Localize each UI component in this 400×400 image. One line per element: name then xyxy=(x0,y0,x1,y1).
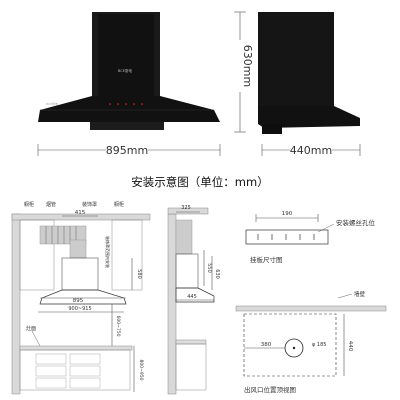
dim-325-label: 325 xyxy=(181,205,191,211)
wall-label-leader xyxy=(337,293,353,299)
hood-chimney-panel xyxy=(98,14,154,98)
screw-label-leader xyxy=(317,223,335,233)
vent-top-view: 墙壁 380 φ 185 440 出风口位置顶视图 xyxy=(235,290,387,394)
dim-445-label: 445 xyxy=(187,294,197,300)
installation-front-drawing: 橱柜 烟管 装饰罩 橱柜 415 装饰罩范围内安装 580 895 900~91… xyxy=(11,201,151,395)
wall-label: 墙壁 xyxy=(354,290,366,298)
label-stove: 灶面 xyxy=(26,325,36,332)
height-dimension: 630mm xyxy=(233,11,254,133)
hood-footprint-dashed xyxy=(243,313,337,377)
hood-side-view: 440mm xyxy=(258,12,361,157)
label-cabinet-right: 橱柜 xyxy=(114,201,124,208)
side-decor-cover xyxy=(175,253,199,289)
dim-380-label: 380 xyxy=(261,342,272,348)
hood-bottom-tray xyxy=(90,122,164,130)
plate-width-label: 190 xyxy=(282,211,293,217)
hood-side-chimney xyxy=(258,12,334,106)
vertical-note: 装饰罩范围内安装 xyxy=(105,236,111,268)
hood-side-tray xyxy=(262,124,282,134)
left-wall xyxy=(11,213,21,395)
hood-canopy-front xyxy=(38,96,220,122)
front-width-label-bg xyxy=(106,143,148,156)
side-depth-label-bg xyxy=(290,143,332,156)
stove-leader xyxy=(31,330,41,347)
installation-side-drawing: 325 550 630 445 xyxy=(167,205,220,395)
indicator-light xyxy=(125,103,127,105)
decor-cover-outline xyxy=(61,257,99,291)
top-view-wall xyxy=(235,305,387,312)
side-wall xyxy=(167,213,177,395)
indicator-light xyxy=(109,103,111,105)
dim-600-750-label: 600~750 xyxy=(115,316,121,337)
label-smoke-pipe: 烟管 xyxy=(46,201,56,208)
screw-holes xyxy=(257,234,315,240)
dim-630-label: 630 xyxy=(214,269,220,279)
exhaust-duct-elbow xyxy=(69,239,87,259)
side-countertop xyxy=(175,339,207,345)
hood-front-view: BCE厨电 BCE厨电 895mm xyxy=(37,12,221,157)
label-cabinet-left: 橱柜 xyxy=(24,201,34,208)
exhaust-duct xyxy=(39,225,87,245)
label-decor-cover: 装饰罩 xyxy=(82,201,97,208)
side-base-cabinet xyxy=(175,343,207,391)
brand-mark-canopy: BCE厨电 xyxy=(46,101,58,106)
drawer-1 xyxy=(35,353,67,365)
side-hood-outline xyxy=(175,287,215,303)
indicator-light xyxy=(141,103,143,105)
dim-800-950-label: 800~950 xyxy=(138,360,144,381)
hanging-plate xyxy=(245,229,329,245)
drawer-5 xyxy=(69,365,101,377)
dim-415-label: 415 xyxy=(75,210,86,216)
hanging-plate-diagram: 190 安装螺丝孔位 挂板尺寸图 xyxy=(245,211,376,264)
section-title: 安装示意图（单位：mm） xyxy=(131,175,268,189)
drawer-6 xyxy=(69,377,101,389)
side-duct xyxy=(175,219,193,255)
dim-895-label: 895 xyxy=(73,298,84,304)
indicator-light xyxy=(117,103,119,105)
base-cabinet xyxy=(19,349,131,391)
countertop xyxy=(19,345,133,351)
hanging-plate-caption: 挂板尺寸图 xyxy=(250,255,283,264)
vent-top-caption: 出风口位置顶视图 xyxy=(244,385,296,394)
dim-550-label: 550 xyxy=(206,263,212,273)
indicator-light xyxy=(133,103,135,105)
side-depth-label: 440mm xyxy=(290,144,332,157)
vent-center-dot xyxy=(292,346,296,350)
upper-cabinet-left xyxy=(19,219,55,291)
hood-side-canopy xyxy=(258,106,360,128)
side-ceiling xyxy=(167,207,209,215)
dim-580-label: 580 xyxy=(136,269,142,279)
ceiling xyxy=(11,213,151,221)
front-width-label: 895mm xyxy=(106,144,148,157)
dim-900-915-label: 900~915 xyxy=(68,306,91,312)
drawer-4 xyxy=(69,353,101,365)
dim-440-label: 440 xyxy=(347,341,353,352)
brand-mark-text: BCE厨电 xyxy=(118,68,132,73)
upper-cabinet-right xyxy=(111,219,143,291)
vent-diameter-label: φ 185 xyxy=(312,342,326,348)
drawer-2 xyxy=(35,365,67,377)
control-panel-lights xyxy=(109,103,143,105)
screw-hole-label: 安装螺丝孔位 xyxy=(336,218,376,227)
height-label: 630mm xyxy=(241,45,254,87)
height-label-bg xyxy=(233,40,247,92)
drawer-3 xyxy=(35,377,67,389)
